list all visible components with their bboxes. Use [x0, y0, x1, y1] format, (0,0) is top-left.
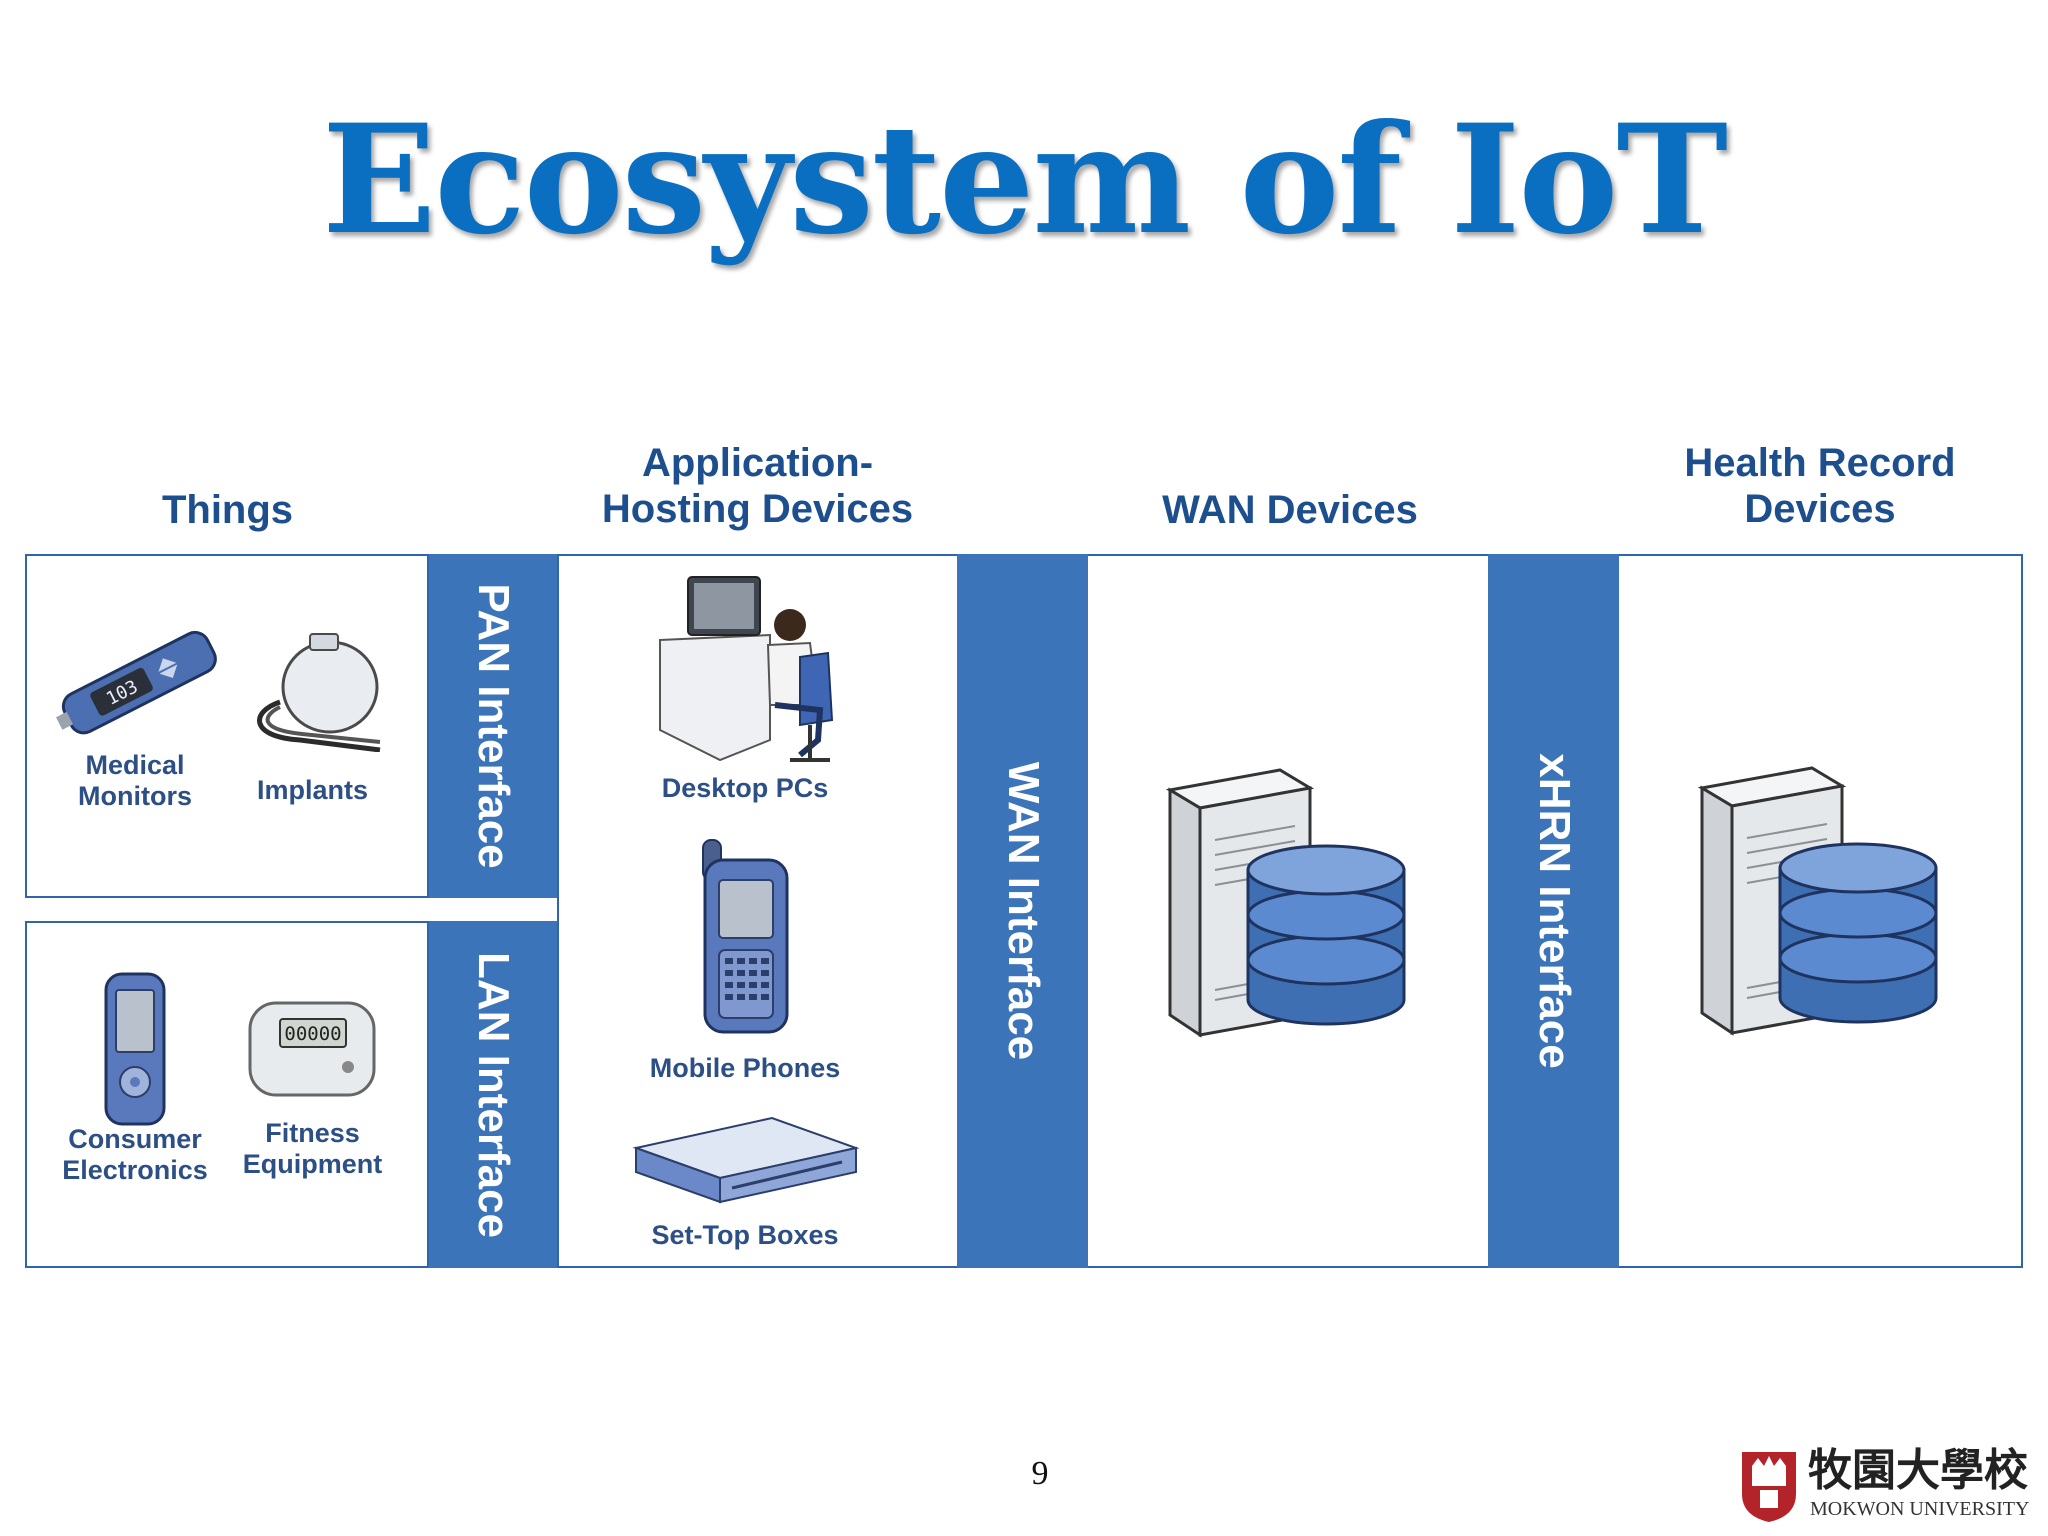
label-consumer-electronics-line2: Electronics: [62, 1155, 208, 1185]
slide-title: Ecosystem of IoT: [321, 92, 1728, 268]
health-record-server-database-icon: [1697, 766, 1938, 1036]
header-health-record-line2: Devices: [1744, 487, 1896, 531]
label-set-top-boxes: Set-Top Boxes: [651, 1220, 839, 1250]
medical-monitor-icon: 103: [55, 630, 217, 735]
university-logo-name: 牧園大學校: [1808, 1445, 2028, 1496]
media-player-icon: [104, 972, 166, 1126]
label-consumer-electronics-line1: Consumer: [68, 1124, 202, 1154]
header-wan-devices: WAN Devices: [1162, 488, 1418, 532]
desktop-pc-icon: [659, 576, 834, 762]
header-application-hosting: Application- Hosting Devices: [570, 440, 945, 532]
header-things: Things: [161, 488, 294, 532]
wan-interface-label: WAN Interface: [998, 761, 1048, 1061]
header-application-hosting-line1: Application-: [641, 441, 874, 485]
label-consumer-electronics: Consumer Electronics: [55, 1124, 215, 1186]
label-fitness-equipment: Fitness Equipment: [240, 1118, 385, 1180]
wan-server-database-icon: [1165, 768, 1406, 1038]
header-health-record: Health Record Devices: [1660, 440, 1980, 532]
university-emblem-icon: [1742, 1452, 1796, 1522]
pan-interface-band: PAN Interface: [429, 554, 557, 898]
header-application-hosting-line2: Hosting Devices: [601, 487, 914, 531]
label-implants: Implants: [256, 775, 369, 805]
label-mobile-phones: Mobile Phones: [649, 1053, 841, 1083]
lan-interface-label: LAN Interface: [469, 951, 518, 1238]
xhrn-interface-label: xHRN Interface: [1529, 753, 1579, 1069]
label-fitness-equipment-line1: Fitness: [265, 1118, 360, 1148]
xhrn-interface-band: xHRN Interface: [1488, 554, 1619, 1268]
page-number: 9: [1031, 1455, 1049, 1492]
lan-interface-band: LAN Interface: [429, 921, 557, 1268]
label-medical-monitors: Medical Monitors: [55, 750, 215, 812]
set-top-box-icon: [632, 1116, 860, 1204]
pedometer-icon: 00000: [248, 1001, 376, 1097]
mobile-phone-icon: [702, 839, 789, 1034]
label-medical-monitors-line2: Monitors: [78, 781, 192, 811]
pedometer-display-text: 00000: [284, 1023, 341, 1045]
label-medical-monitors-line1: Medical: [85, 750, 185, 780]
university-logo-subtitle: MOKWON UNIVERSITY: [1810, 1498, 2030, 1520]
pan-interface-label: PAN Interface: [469, 583, 518, 869]
label-desktop-pcs: Desktop PCs: [661, 773, 829, 803]
implant-icon: [257, 633, 381, 752]
things-lan-panel: [25, 921, 429, 1268]
header-health-record-line1: Health Record: [1684, 441, 1956, 485]
label-fitness-equipment-line2: Equipment: [242, 1149, 383, 1179]
wan-interface-band: WAN Interface: [957, 554, 1088, 1268]
